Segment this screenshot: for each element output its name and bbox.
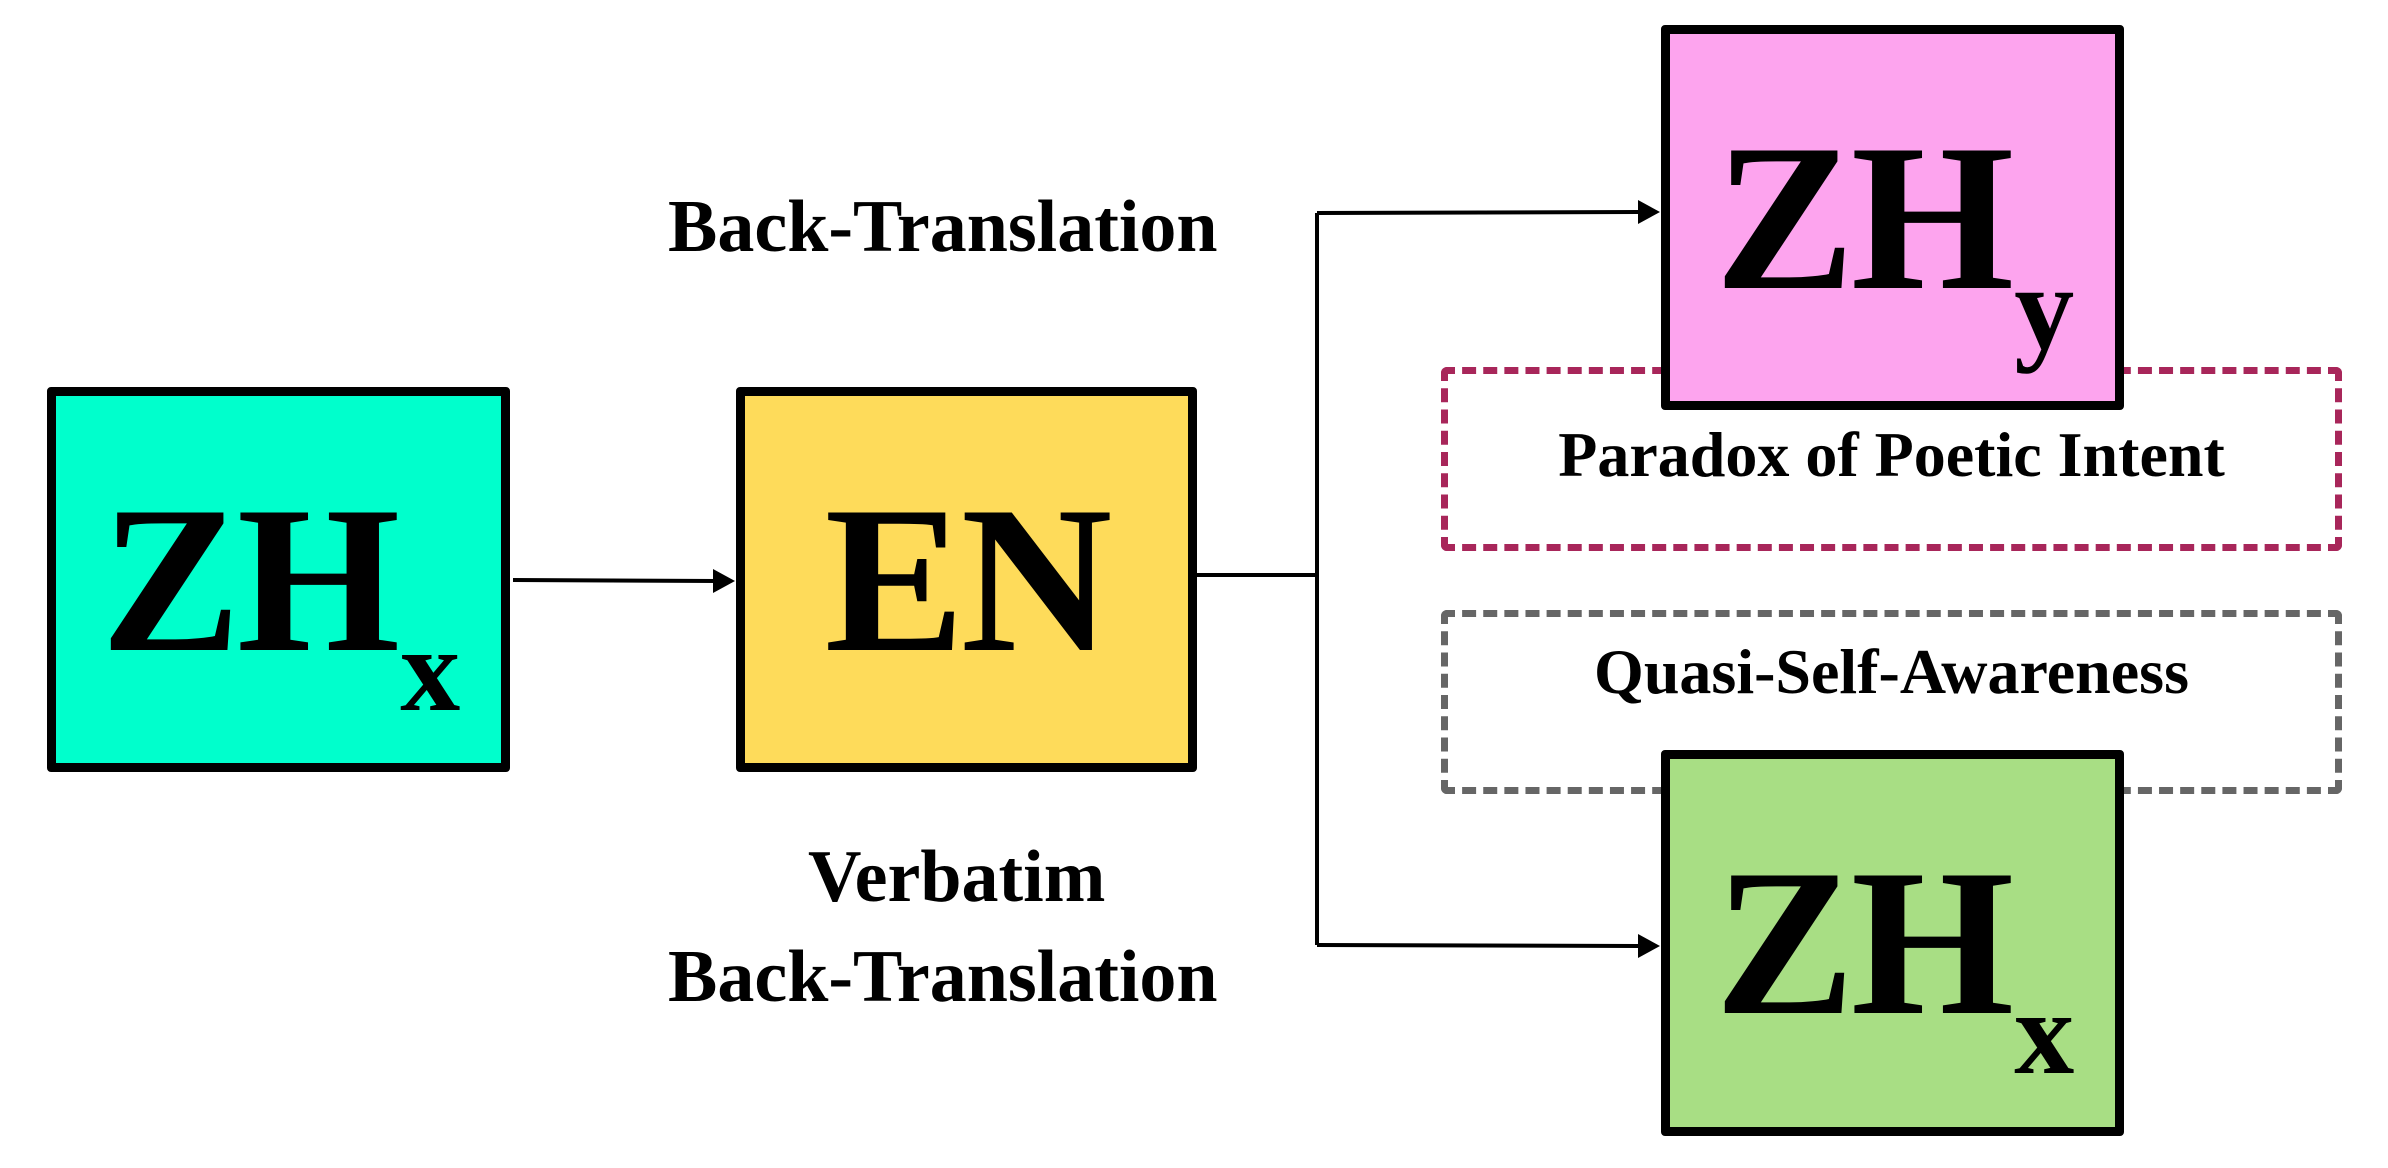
arrowhead-top (1638, 200, 1660, 224)
output-zh-x-box: ZHx (1661, 750, 2124, 1136)
verbatim-label-line1: Verbatim (808, 836, 1106, 918)
output-top-main: ZH (1714, 101, 2014, 334)
output-bottom-text: ZHx (1715, 838, 2074, 1093)
arrow-source-to-pivot (512, 578, 718, 583)
output-zh-y-box: ZHy (1661, 25, 2124, 410)
output-bottom-main: ZH (1714, 827, 2014, 1059)
arrowhead-bottom (1638, 934, 1660, 958)
arrowhead-pivot (713, 569, 735, 593)
output-top-text: ZHy (1715, 113, 2074, 368)
output-top-sub: y (2014, 240, 2074, 374)
pivot-en-text: EN (824, 463, 1113, 696)
source-zh-box: ZHx (47, 387, 510, 772)
source-zh-text: ZHx (101, 475, 460, 730)
output-bottom-sub: x (2014, 966, 2074, 1099)
pivot-en-box: EN (736, 387, 1197, 772)
paradox-callout: Paradox of Poetic Intent (1441, 367, 2342, 551)
source-main: ZH (100, 463, 400, 696)
paradox-label: Paradox of Poetic Intent (1558, 419, 2225, 490)
verbatim-label-line2: Back-Translation (668, 936, 1218, 1018)
source-sub: x (400, 602, 460, 736)
arrow-branch-to-top (1316, 210, 1639, 215)
quasi-label: Quasi-Self-Awareness (1594, 636, 2189, 707)
back-translation-label: Back-Translation (668, 186, 1218, 268)
arrow-branch-to-bottom (1316, 943, 1639, 948)
